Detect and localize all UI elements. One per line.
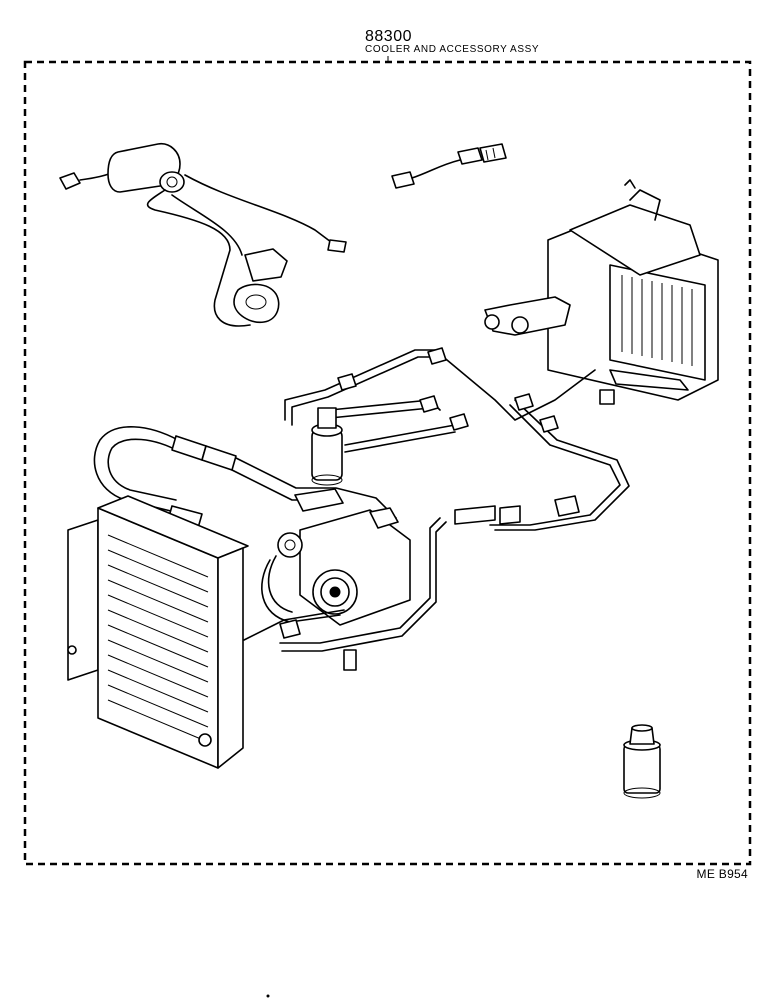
part-number: 88300: [365, 28, 412, 45]
connector-harness: [391, 143, 507, 189]
refrigerant-pipes: [279, 347, 630, 652]
liquid-line: [243, 609, 357, 671]
compressor-oil-can: [623, 724, 661, 799]
condenser-fins: [107, 534, 209, 743]
condenser: [67, 495, 249, 769]
stray-mark: [266, 994, 270, 998]
receiver-drier: [311, 407, 343, 486]
part-title: COOLER AND ACCESSORY ASSY: [365, 44, 540, 55]
assembly-boundary: [23, 60, 752, 866]
evaporator-unit: [484, 179, 719, 405]
compressor: [261, 488, 411, 626]
vacuum-switch-harness: [59, 142, 347, 327]
discharge-hose: [93, 426, 397, 529]
figure-code: ME B954: [696, 867, 748, 881]
